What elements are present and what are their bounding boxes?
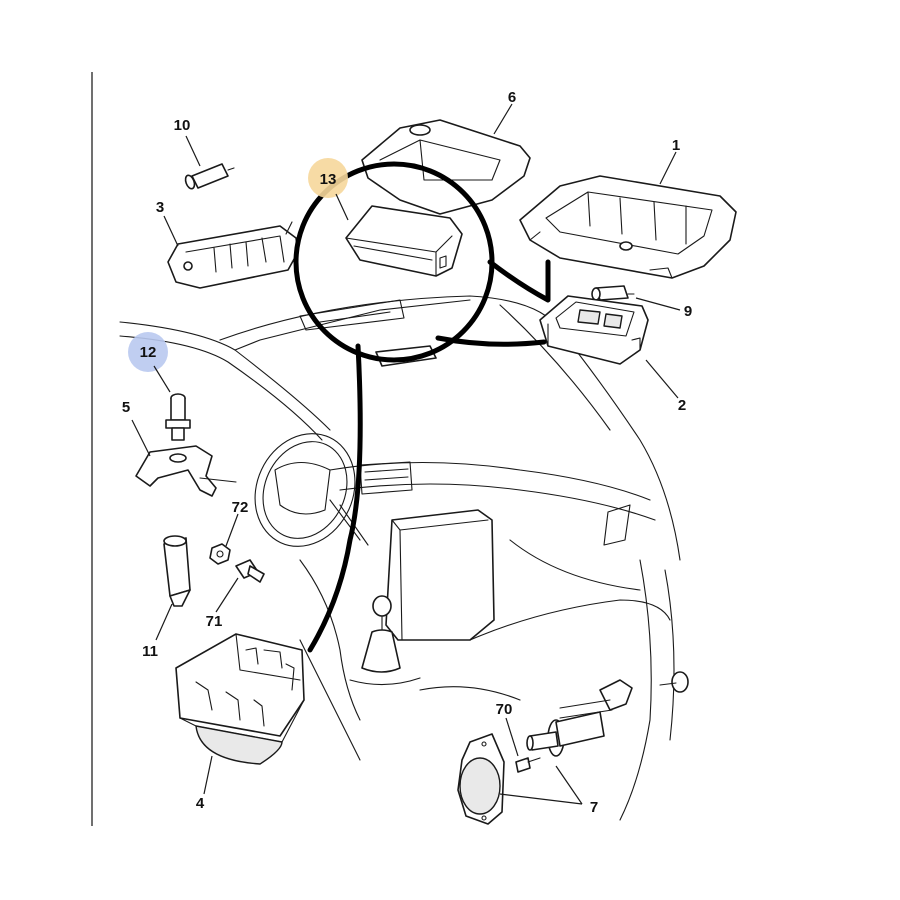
- part-11-cylinder: [163, 535, 191, 607]
- part-5-bracket: [135, 445, 237, 497]
- part-6-overhead-console: [361, 119, 531, 215]
- door-handle-assembly: [559, 671, 689, 719]
- label-5: 5: [122, 399, 130, 416]
- callout-labels: 1 2 3 4 5 6 7 9 10 11 12 13 70 71 72: [122, 89, 692, 816]
- label-9: 9: [684, 303, 692, 320]
- part-7-dome-lamp: [457, 733, 505, 825]
- part-3-lamp-base: [167, 221, 299, 289]
- label-10: 10: [174, 117, 191, 134]
- part-1-overhead-tray: [519, 175, 737, 279]
- part-10-bulb: [184, 163, 235, 190]
- label-12: 12: [140, 344, 157, 361]
- label-13: 13: [320, 171, 337, 188]
- label-70: 70: [496, 701, 513, 718]
- label-6: 6: [508, 89, 516, 106]
- steering-wheel: [254, 433, 369, 547]
- label-2: 2: [678, 397, 686, 414]
- badge-12-highlight: [128, 332, 168, 372]
- label-1: 1: [672, 137, 680, 154]
- part-7-plunger: [526, 711, 605, 757]
- highlight-circle: [293, 161, 495, 363]
- label-72: 72: [232, 499, 249, 516]
- part-4-lamp-housing: [175, 633, 305, 765]
- car-interior-outline: [119, 295, 681, 821]
- part-2-lamp-unit: [539, 295, 649, 365]
- gear-shifter: [349, 595, 421, 686]
- part-70-screw: [515, 757, 541, 773]
- label-4: 4: [196, 795, 205, 812]
- label-71: 71: [206, 613, 223, 630]
- leader-lines: [131, 103, 681, 805]
- label-3: 3: [156, 199, 164, 216]
- connector-lines: [293, 161, 551, 653]
- part-12-switch: [165, 393, 191, 441]
- part-13-lens-cover: [345, 205, 463, 277]
- part-71-screw: [235, 559, 265, 583]
- part-9-bulb: [591, 285, 635, 301]
- label-7: 7: [590, 799, 598, 816]
- part-72-nut: [209, 543, 231, 565]
- badge-13-highlight: [308, 158, 348, 198]
- label-11: 11: [142, 643, 158, 660]
